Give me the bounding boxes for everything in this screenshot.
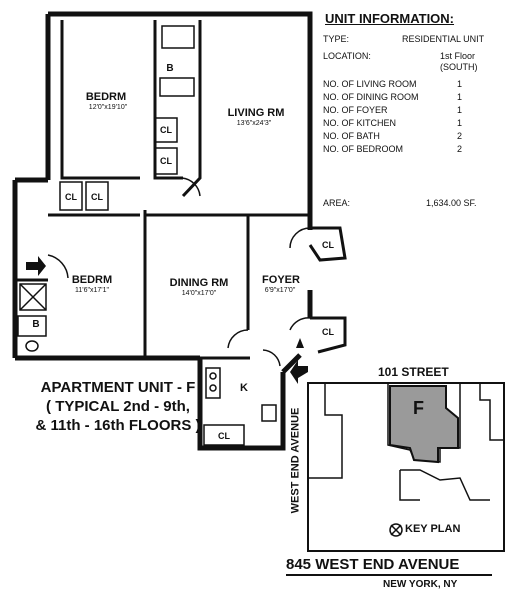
room-living-dim: 13'6"x24'3" [236,120,272,127]
count-value: 2 [457,131,463,141]
key-plan-frame [307,382,505,552]
closet-label: CL [160,125,172,135]
area-label: AREA: [323,198,351,208]
key-plan-unit-letter: F [413,398,424,418]
unit-f-highlight [389,385,459,464]
closet-label: CL [218,431,230,441]
count-label: NO. OF BATH [323,131,380,141]
caption-line-1: APARTMENT UNIT - F [40,379,196,396]
key-plan-street: 101 STREET [378,365,449,379]
entrance-arrows [26,256,308,384]
room-bedroom-1-dim: 12'0"x19'10" [88,104,128,111]
room-foyer-dim: 6'9"x17'0" [264,287,296,294]
apartment-walls [12,11,313,451]
room-dining-dim: 14'0"x17'0" [181,290,217,297]
key-plan-label: KEY PLAN [405,523,461,535]
room-kitchen-name: K [240,382,248,394]
room-bedroom-2-dim: 11'6"x17'1" [75,287,109,294]
kitchen-counter [205,367,221,399]
north-arrow-icon [389,523,403,537]
entrance-arrow-left [26,256,46,276]
bath-label: B [166,63,174,74]
room-bedroom-2-name: BEDRM [71,274,113,286]
room-bedroom-1-name: BEDRM [85,91,127,103]
building-name: 845 WEST END AVENUE [286,556,460,573]
location-label: LOCATION: [323,51,371,61]
count-label: NO. OF KITCHEN [323,118,397,128]
count-value: 2 [457,144,463,154]
caption-line-3: & 11th - 16th FLOORS ) [35,417,201,434]
count-value: 1 [457,105,463,115]
type-value: RESIDENTIAL UNIT [402,34,485,44]
count-value: 1 [457,79,463,89]
elevator-box [19,283,47,311]
room-foyer-name: FOYER [262,274,300,286]
count-label: NO. OF LIVING ROOM [323,79,417,89]
area-value: 1,634.00 SF. [426,198,477,208]
location-value: 1st Floor [440,51,476,61]
caption-line-2: ( TYPICAL 2nd - 9th, [46,398,190,415]
key-plan-avenue: WEST END AVENUE [289,407,302,514]
bathtub [161,25,195,49]
count-label: NO. OF BEDROOM [323,144,404,154]
entrance-arrow-foyer [296,338,304,348]
closet-label: CL [322,327,334,337]
closet-label: CL [160,156,172,166]
count-value: 1 [457,92,463,102]
outer-wall-top [48,11,313,230]
closet-label: CL [322,240,334,250]
apartment-caption: APARTMENT UNIT - F ( TYPICAL 2nd - 9th, … [18,378,218,435]
room-dining-name: DINING RM [169,277,229,289]
room-living-name: LIVING RM [227,107,285,119]
closet-label: CL [91,192,103,202]
count-value: 1 [457,118,463,128]
building-city: NEW YORK, NY [383,579,458,590]
type-label: TYPE: [323,34,350,44]
location-value-2: (SOUTH) [440,62,478,72]
fixtures [17,25,347,446]
unit-info-title: UNIT INFORMATION: [325,11,455,26]
entrance-arrow-bottom [290,360,308,384]
count-label: NO. OF FOYER [323,105,388,115]
closet-label: CL [65,192,77,202]
count-label: NO. OF DINING ROOM [323,92,419,102]
bath-label: B [32,319,40,330]
